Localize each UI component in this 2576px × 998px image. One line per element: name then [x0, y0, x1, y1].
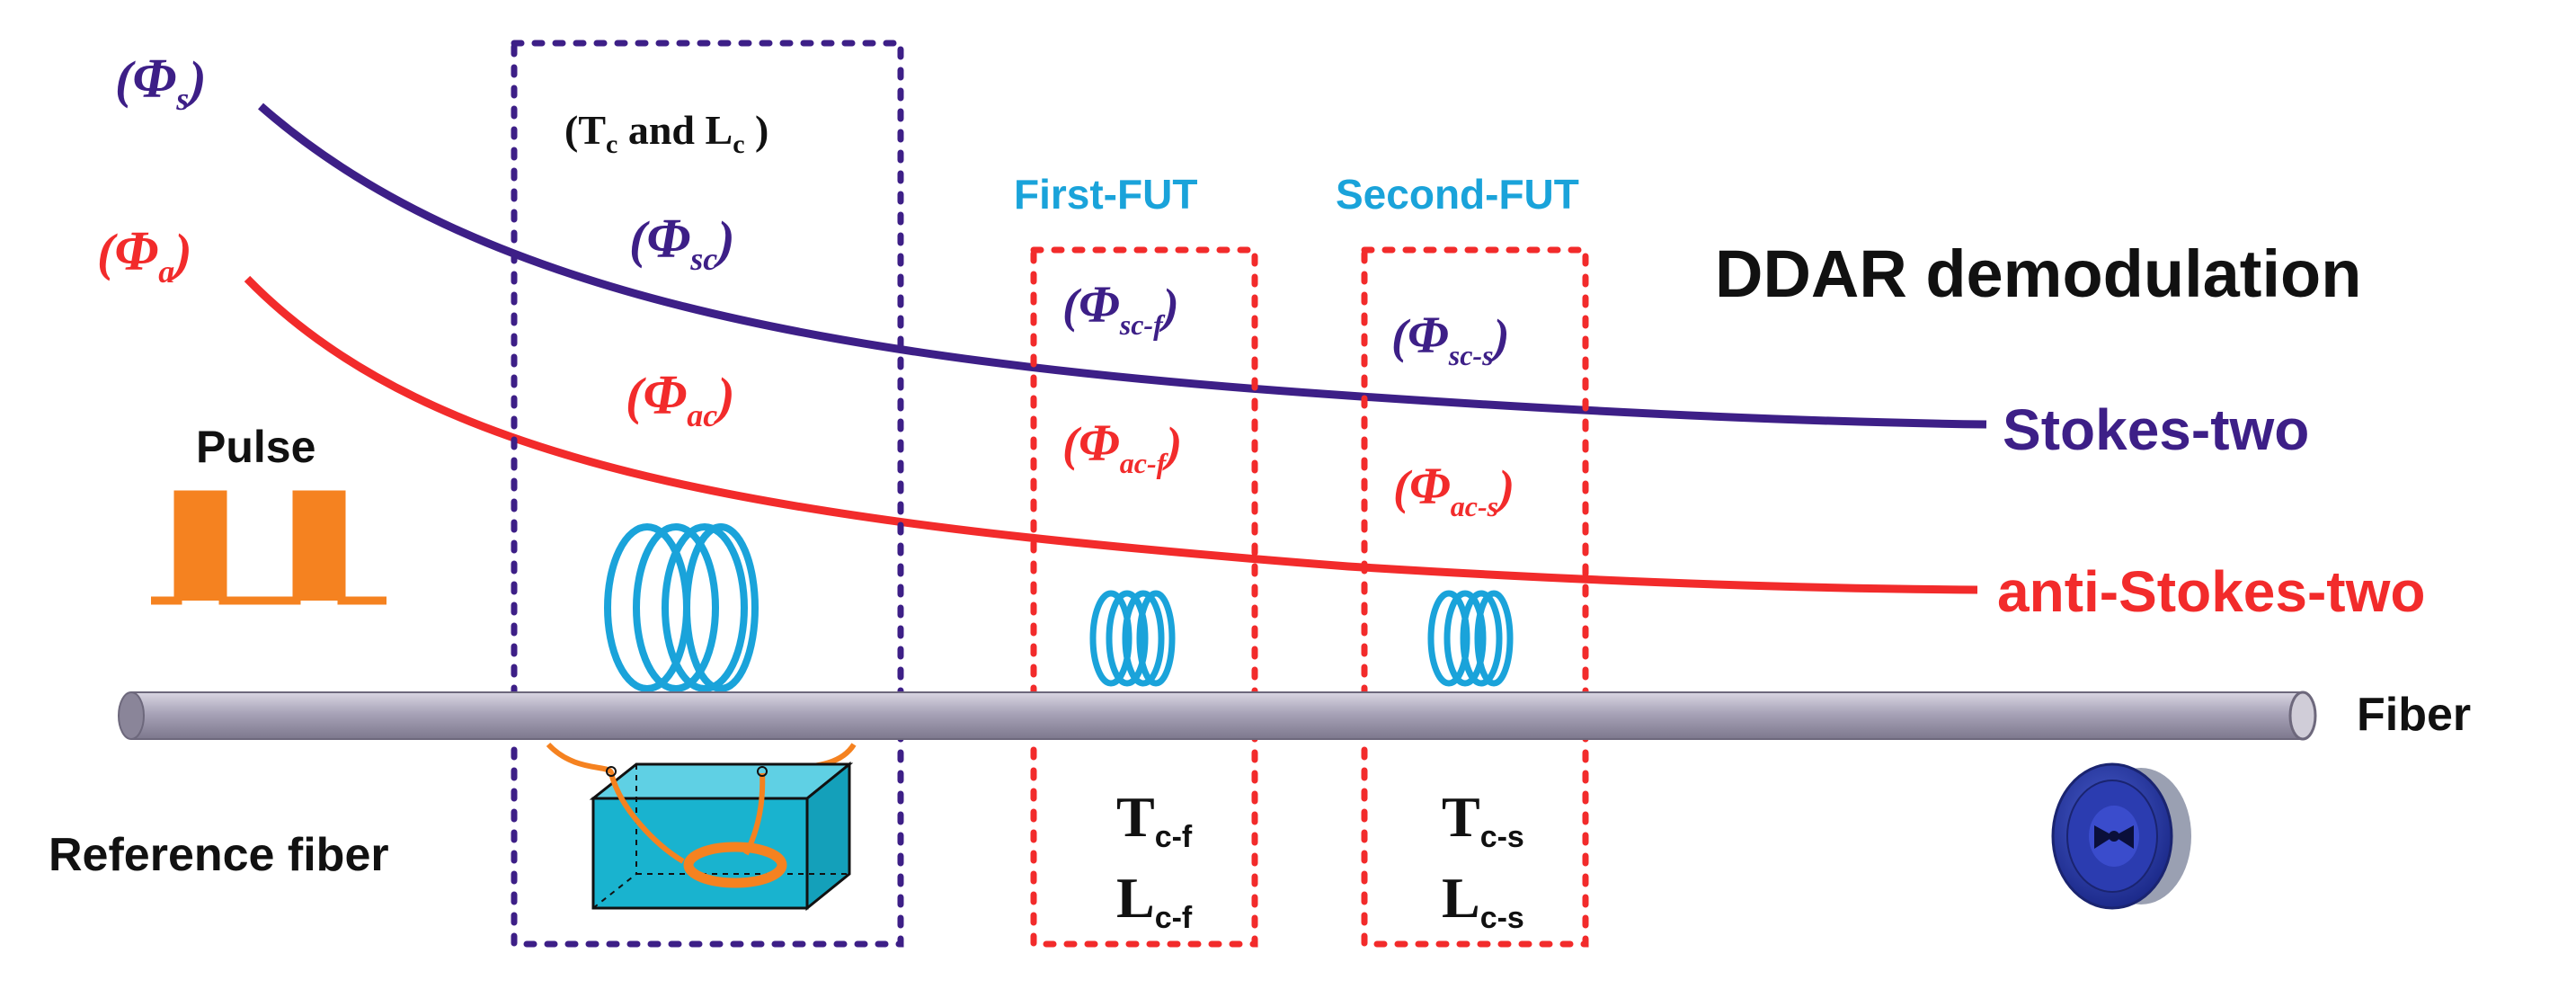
- reference-condition-label: (Tc and Lc ): [564, 107, 768, 159]
- anti-stokes-two-label: anti-Stokes-two: [1997, 559, 2425, 624]
- phi-sc-label: (Φsc): [629, 209, 735, 277]
- phi-s-label: (Φs): [115, 49, 207, 117]
- fiber-label: Fiber: [2357, 689, 2471, 741]
- first-fut-label: First-FUT: [1014, 171, 1197, 218]
- second-fut-box: [1361, 246, 1589, 948]
- fiber-spool-icon: [2051, 762, 2191, 910]
- ddar-demodulation-title: DDAR demodulation: [1715, 236, 2361, 311]
- pulse-bar-left: [178, 495, 223, 601]
- second-fut-coil-icon: [1427, 590, 1514, 687]
- phi-ac-s-label: (Φac-s): [1393, 457, 1515, 522]
- l-cs-label: Lc-s: [1442, 866, 1524, 935]
- t-cf-label: Tc-f: [1116, 785, 1193, 854]
- phi-ac-f-label: (Φac-f): [1062, 414, 1182, 479]
- reference-fiber-label: Reference fiber: [49, 829, 389, 881]
- second-fut-label: Second-FUT: [1336, 171, 1579, 218]
- stokes-two-label: Stokes-two: [2003, 397, 2309, 462]
- pulse-bar-right: [297, 495, 342, 601]
- first-fut-coil-icon: [1089, 590, 1176, 687]
- anti-stokes-two-curve: [244, 275, 1978, 594]
- fiber-rod: [118, 691, 2317, 741]
- water-bath-icon: [546, 742, 857, 912]
- phi-a-label: (Φa): [97, 221, 192, 290]
- phi-sc-f-label: (Φsc-f): [1062, 275, 1179, 341]
- l-cf-label: Lc-f: [1116, 866, 1193, 935]
- stokes-two-curve: [258, 102, 1987, 429]
- reference-region-box: [511, 40, 904, 948]
- t-cs-label: Tc-s: [1442, 785, 1524, 854]
- reference-coil-icon: [604, 523, 759, 692]
- phi-sc-s-label: (Φsc-s): [1391, 306, 1510, 371]
- pulse-label: Pulse: [196, 422, 315, 472]
- first-fut-box: [1030, 246, 1258, 948]
- phi-ac-label: (Φac): [626, 365, 735, 433]
